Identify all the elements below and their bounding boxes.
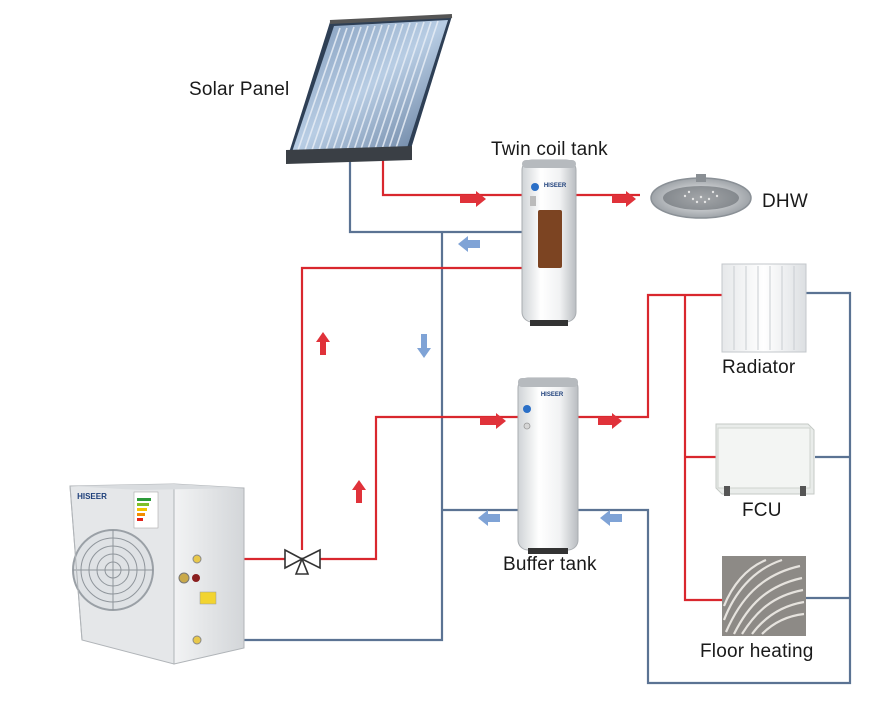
radiator (721, 263, 807, 353)
hot-arrow-right (460, 191, 486, 207)
buffer-tank-logo: HISEER (541, 392, 564, 398)
solar-panel (286, 14, 453, 164)
cold-arrow-left (458, 236, 480, 252)
radiator-label: Radiator (722, 357, 796, 378)
hot-arrow-up (316, 332, 330, 355)
hot-arrow-right (480, 413, 506, 429)
buffer-tank: HISEER (517, 377, 579, 554)
fcu-label: FCU (742, 500, 782, 521)
solar-panel-label: Solar Panel (189, 79, 290, 100)
cold-arrow-down (417, 334, 431, 358)
hot-arrow-up (352, 480, 366, 503)
cold-arrow-left (600, 510, 622, 526)
hot-arrow-right (598, 413, 622, 429)
twin-coil-tank-label: Twin coil tank (491, 139, 608, 160)
hot-flow-arrows (316, 191, 636, 503)
floor-heating (722, 556, 806, 636)
cold-arrow-left (478, 510, 500, 526)
heat-pump-unit: HISEER (69, 483, 245, 665)
heat-pump-logo: HISEER (77, 492, 107, 501)
hot-pipes (205, 160, 722, 602)
dhw-label: DHW (762, 191, 808, 212)
cold-pipes (205, 160, 852, 685)
twin-coil-tank: HISEER (521, 159, 577, 326)
fan-coil-unit (715, 423, 815, 496)
cold-flow-arrows (417, 236, 622, 526)
shower-head (650, 174, 752, 219)
twin-tank-logo: HISEER (544, 183, 567, 189)
buffer-tank-label: Buffer tank (503, 554, 597, 575)
floor-heating-label: Floor heating (700, 641, 814, 662)
hot-arrow-right (612, 191, 636, 207)
three-way-valve (284, 548, 321, 575)
